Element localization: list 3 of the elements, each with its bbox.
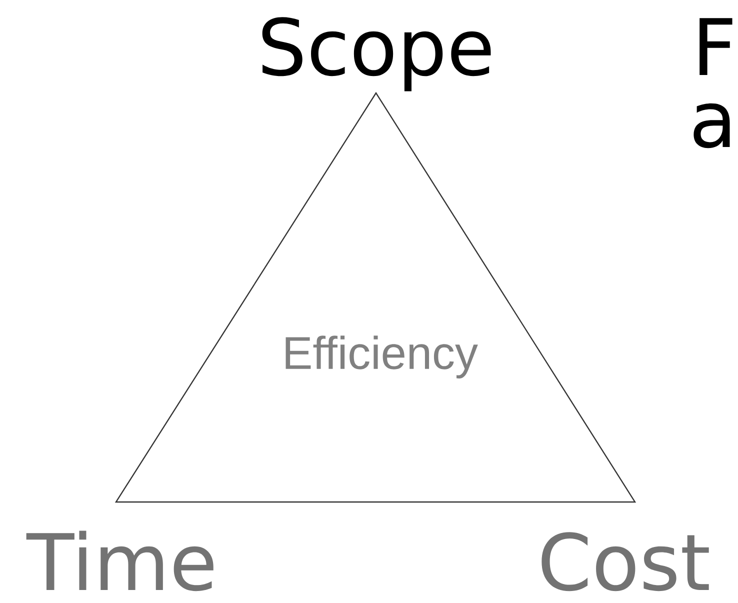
vertex-label: Time <box>26 530 214 592</box>
cut-off-heading: F <box>700 18 732 75</box>
vertex-label: Cost <box>542 532 709 592</box>
